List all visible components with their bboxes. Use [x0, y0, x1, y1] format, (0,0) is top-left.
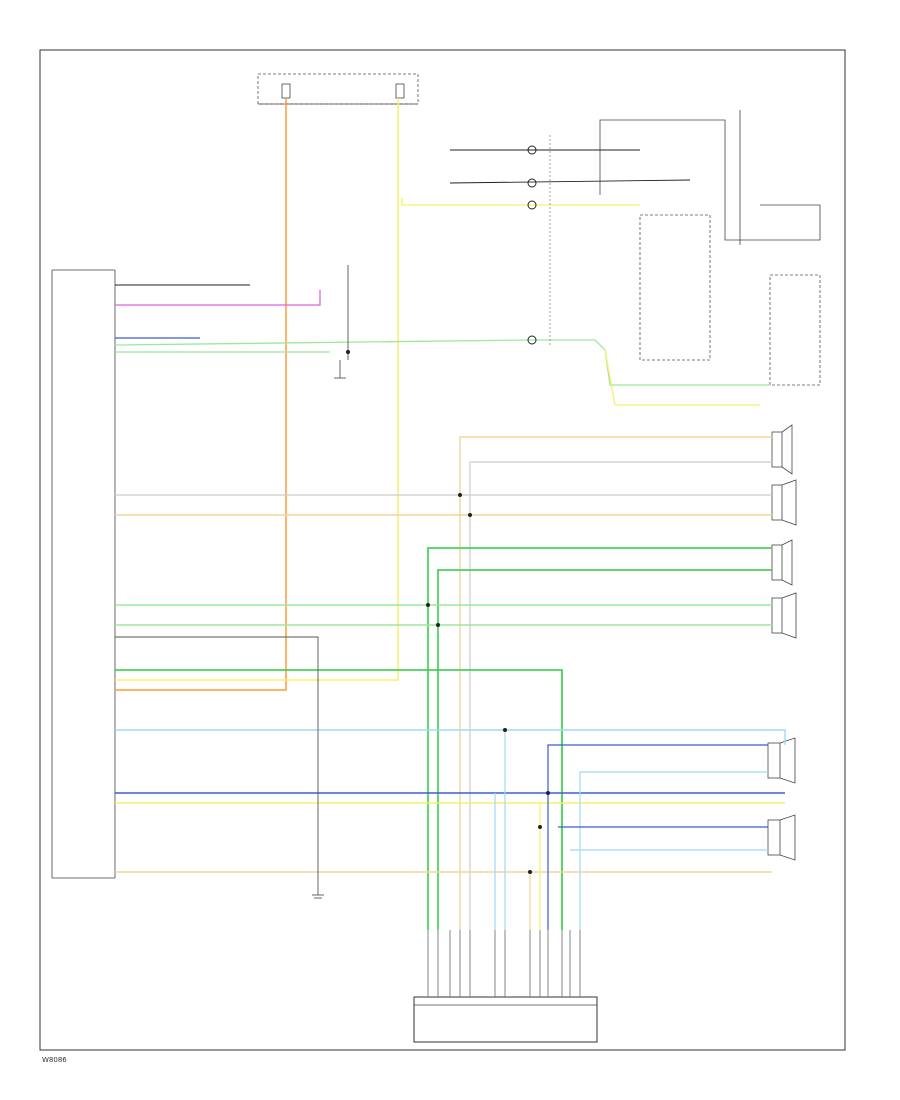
speaker-left-rear [771, 479, 797, 526]
wire-green-main [115, 669, 563, 930]
wire-green-rf2 [437, 569, 772, 930]
wire-light-blue-1 [115, 729, 786, 745]
speaker-rear-door-1 [767, 737, 796, 784]
speaker-rear-door-2 [767, 814, 796, 861]
wire-yellow-top [401, 198, 640, 206]
speaker-right-front [771, 539, 793, 586]
diagram-border [39, 49, 846, 1051]
wire-light-blue-rd2 [579, 771, 768, 930]
wire-light-green-1 [114, 339, 770, 386]
wire-orange-battery [115, 98, 287, 691]
ground-symbol-2 [334, 360, 346, 379]
connector-pins [427, 930, 581, 997]
fuse-block [257, 73, 419, 105]
ground-symbol [312, 880, 324, 899]
speaker-left-front [771, 424, 793, 475]
wire-tan-lf [459, 436, 772, 930]
wire-yellow-right [604, 349, 760, 406]
speaker-right-rear [771, 592, 797, 639]
footer-code: W8086 [42, 1056, 67, 1064]
bottom-connector [413, 996, 598, 1043]
wire-blue-rd1 [547, 744, 768, 930]
wire-magenta [115, 290, 321, 306]
wire-black-2 [449, 179, 691, 184]
steering-switch-block [599, 110, 821, 386]
wire-ground-radio [115, 636, 319, 880]
wire-yellow-ignition [115, 98, 399, 681]
radio-module [51, 269, 116, 879]
splice-points [346, 145, 550, 874]
wire-gray-lf [469, 461, 772, 930]
